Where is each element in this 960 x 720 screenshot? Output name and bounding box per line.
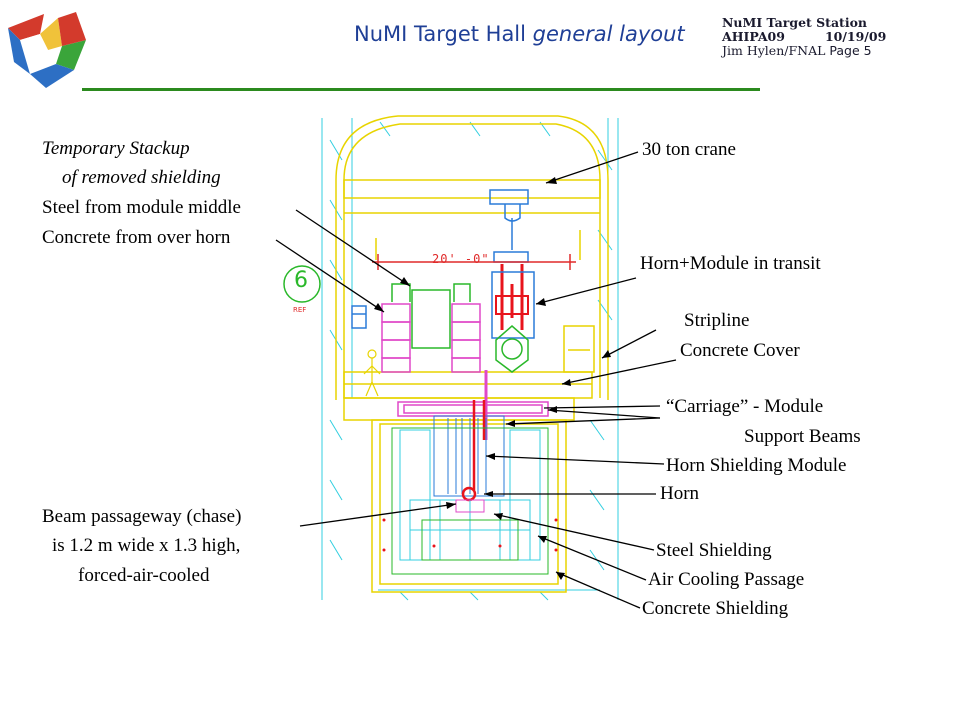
meta-page: Page 5 bbox=[829, 43, 872, 58]
hall-outline bbox=[335, 115, 609, 593]
grid-marker bbox=[283, 265, 321, 303]
label-crane: 30 ton crane bbox=[642, 139, 736, 160]
meta-conference: AHIPA09 bbox=[722, 29, 785, 44]
person-figure bbox=[363, 349, 381, 397]
chase bbox=[455, 499, 485, 513]
dimension-line bbox=[372, 254, 576, 270]
horn-assembly bbox=[495, 325, 529, 373]
label-concrete-cover: Concrete Cover bbox=[680, 340, 800, 361]
steel-shielding bbox=[399, 429, 541, 561]
label-removed-shielding: of removed shielding bbox=[62, 167, 221, 188]
label-steel-module-middle: Steel from module middle bbox=[42, 197, 241, 218]
rebar-dots bbox=[382, 518, 558, 552]
title-rule bbox=[82, 88, 760, 91]
grid-marker-ref: REF bbox=[293, 306, 307, 314]
label-horn-shielding-module: Horn Shielding Module bbox=[666, 455, 847, 476]
label-air-cooling: Air Cooling Passage bbox=[648, 569, 805, 590]
wall-plate bbox=[351, 305, 367, 329]
title-subtitle: general layout bbox=[532, 22, 685, 46]
rock-hatch bbox=[321, 118, 619, 601]
page-title: NuMI Target Hall general layout bbox=[354, 22, 685, 46]
leader-lines bbox=[275, 151, 677, 609]
meta-date: 10/19/09 bbox=[824, 29, 887, 44]
label-forced-air: forced-air-cooled bbox=[78, 565, 210, 586]
label-concrete-over-horn: Concrete from over horn bbox=[42, 227, 231, 248]
label-beam-dimensions: is 1.2 m wide x 1.3 high, bbox=[52, 535, 241, 556]
logo-mark bbox=[8, 12, 86, 88]
label-concrete-shielding: Concrete Shielding bbox=[642, 598, 789, 619]
grid-marker-number: 6 bbox=[294, 268, 308, 293]
horn-module-transit bbox=[495, 264, 529, 330]
label-horn-module-transit: Horn+Module in transit bbox=[640, 253, 821, 274]
label-carriage: “Carriage” - Module bbox=[666, 396, 824, 417]
air-cooling bbox=[391, 427, 549, 575]
label-horn: Horn bbox=[660, 483, 700, 504]
label-beam-passageway: Beam passageway (chase) bbox=[42, 506, 242, 527]
label-steel-shielding: Steel Shielding bbox=[656, 540, 772, 561]
steel-stack bbox=[391, 283, 471, 349]
meta-station: NuMI Target Station bbox=[722, 15, 868, 30]
label-support-beams: Support Beams bbox=[744, 426, 861, 447]
label-temp-stackup: Temporary Stackup bbox=[42, 138, 190, 159]
crane bbox=[489, 189, 529, 263]
dimension-label: 20' -0" bbox=[432, 252, 490, 266]
leader-arrowheads bbox=[374, 177, 611, 580]
label-stripline: Stripline bbox=[684, 310, 750, 331]
header-meta: NuMI Target Station AHIPA09 10/19/09 Jim … bbox=[722, 16, 886, 58]
horn-lines bbox=[461, 400, 486, 502]
title-main: NuMI Target Hall bbox=[354, 22, 533, 46]
meta-author: Jim Hylen/FNAL bbox=[722, 43, 826, 58]
